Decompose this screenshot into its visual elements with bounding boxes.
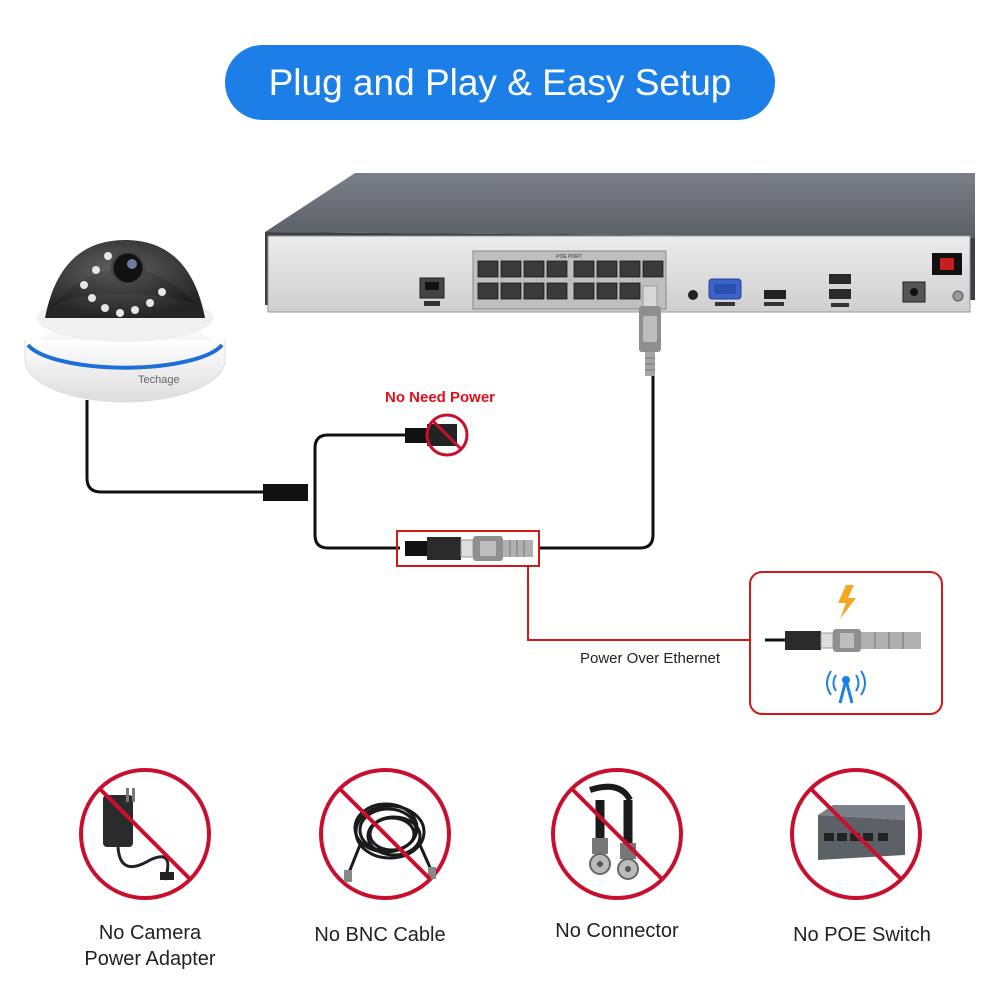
camera-brand-label: Techage (138, 374, 180, 386)
poe-switch-icon (818, 805, 905, 860)
item-label-3-line1: No Connector (555, 920, 679, 942)
page-title: Plug and Play & Easy Setup (268, 61, 732, 103)
item-label-3: No Connector (527, 918, 707, 944)
power-adapter-icon (103, 788, 174, 881)
item-label-2: No BNC Cable (290, 922, 470, 948)
wifi-signal-icon (826, 670, 866, 704)
callout-line (527, 566, 750, 641)
item-label-2-line1: No BNC Cable (314, 924, 446, 946)
title-banner: Plug and Play & Easy Setup (225, 45, 775, 120)
dc-power-plug (405, 413, 469, 457)
poe-label: Power Over Ethernet (580, 650, 721, 667)
no-need-power-label: No Need Power (385, 389, 495, 406)
bnc-cable-icon (344, 802, 436, 882)
item-label-1: No Camera Power Adapter (60, 920, 240, 972)
dome-camera: Techage (24, 240, 226, 403)
nvr-device: POE PORT (265, 173, 975, 313)
item-label-1-line1: No Camera (98, 922, 202, 944)
prohibit-item-4 (790, 768, 922, 900)
item-label-4: No POE Switch (772, 922, 952, 948)
prohibit-item-1 (79, 768, 211, 900)
item-label-4-line1: No POE Switch (793, 924, 931, 946)
poe-port-label: POE PORT (556, 254, 582, 260)
vga-port (708, 278, 742, 306)
bnc-connector-icon (589, 783, 639, 880)
audio-jack (688, 290, 698, 300)
poe-port-block: POE PORT (472, 250, 667, 310)
ethernet-plug-nvr (639, 285, 661, 376)
cables (85, 376, 655, 550)
poe-callout-box (749, 571, 943, 715)
usb-ports (829, 274, 851, 307)
poe-connector (396, 530, 540, 567)
item-label-1-line2: Power Adapter (84, 948, 216, 970)
cable-junction (263, 484, 308, 501)
prohibit-item-2 (319, 768, 451, 900)
hdmi-port (764, 290, 786, 306)
prohibit-item-3 (551, 768, 683, 900)
lightning-icon (838, 585, 856, 619)
wan-port (419, 277, 445, 306)
